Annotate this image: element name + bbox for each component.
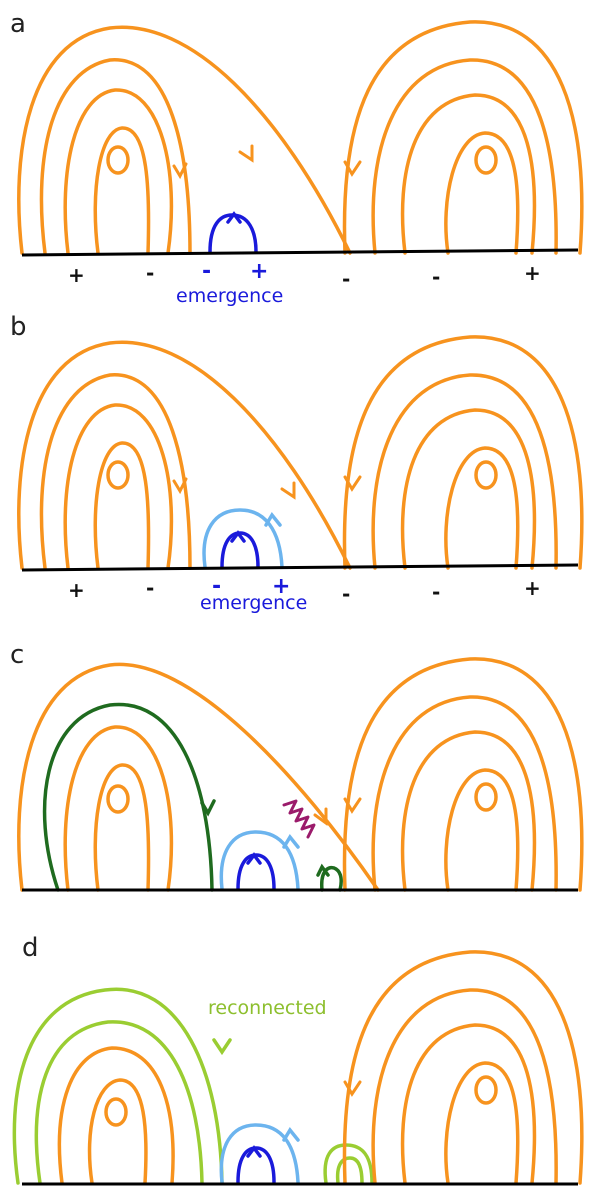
right-orange-loops bbox=[342, 950, 584, 1185]
photosphere-line bbox=[21, 248, 579, 257]
left-orange-loops bbox=[17, 662, 380, 892]
polarity-sign: - bbox=[432, 580, 440, 604]
left-orange-loops bbox=[17, 25, 352, 255]
polarity-sign: - bbox=[146, 261, 154, 285]
emerging-loop-light-blue bbox=[219, 1123, 300, 1184]
polarity-sign-emerge: - bbox=[202, 259, 211, 284]
polarity-sign-emerge: - bbox=[212, 574, 221, 599]
panel-c: c bbox=[10, 640, 584, 892]
emergence-caption: emergence bbox=[200, 592, 307, 614]
reconnected-light-green-loops bbox=[12, 987, 374, 1185]
polarity-sign: + bbox=[68, 578, 85, 602]
polarity-sign-emerge: + bbox=[250, 259, 268, 284]
reconnected-caption: reconnected bbox=[208, 997, 327, 1019]
orange-arrows bbox=[313, 797, 362, 826]
emerging-loop-dark-blue bbox=[220, 530, 260, 569]
reconnection-zigzag-icon bbox=[282, 799, 316, 839]
emerging-loop-dark-blue bbox=[208, 211, 258, 254]
panel-a: a + - - + - - + e bbox=[10, 9, 584, 307]
panel-a-label: a bbox=[10, 9, 26, 39]
panel-c-label: c bbox=[10, 640, 24, 670]
polarity-sign: + bbox=[524, 576, 541, 600]
panel-d: d reconne bbox=[12, 933, 584, 1186]
left-orange-loops bbox=[57, 1046, 175, 1185]
polarity-sign: - bbox=[146, 576, 154, 600]
emerging-loop-light-blue bbox=[219, 830, 300, 891]
orange-arrows bbox=[172, 475, 362, 500]
emergence-caption: emergence bbox=[176, 285, 283, 307]
polarity-sign-emerge: + bbox=[272, 574, 290, 599]
right-orange-loops bbox=[342, 335, 584, 570]
polarity-sign: - bbox=[432, 265, 440, 289]
emerging-loop-dark-blue bbox=[236, 1145, 276, 1184]
panel-b-label: b bbox=[10, 312, 27, 342]
right-orange-loops bbox=[342, 657, 584, 892]
emerging-loop-light-blue bbox=[202, 508, 284, 569]
dark-green-loop bbox=[42, 702, 343, 892]
orange-arrows bbox=[343, 1080, 362, 1097]
photosphere-line bbox=[21, 563, 579, 572]
orange-arrows bbox=[172, 144, 362, 180]
right-orange-loops bbox=[342, 20, 584, 255]
polarity-sign: - bbox=[342, 267, 350, 291]
left-orange-loops bbox=[17, 340, 352, 570]
polarity-sign: - bbox=[342, 582, 350, 606]
emerging-loop-dark-blue bbox=[236, 852, 276, 891]
panel-b: b + - - + bbox=[10, 312, 584, 614]
polarity-sign: + bbox=[524, 261, 541, 285]
panel-d-label: d bbox=[22, 933, 39, 963]
polarity-sign: + bbox=[68, 263, 85, 287]
